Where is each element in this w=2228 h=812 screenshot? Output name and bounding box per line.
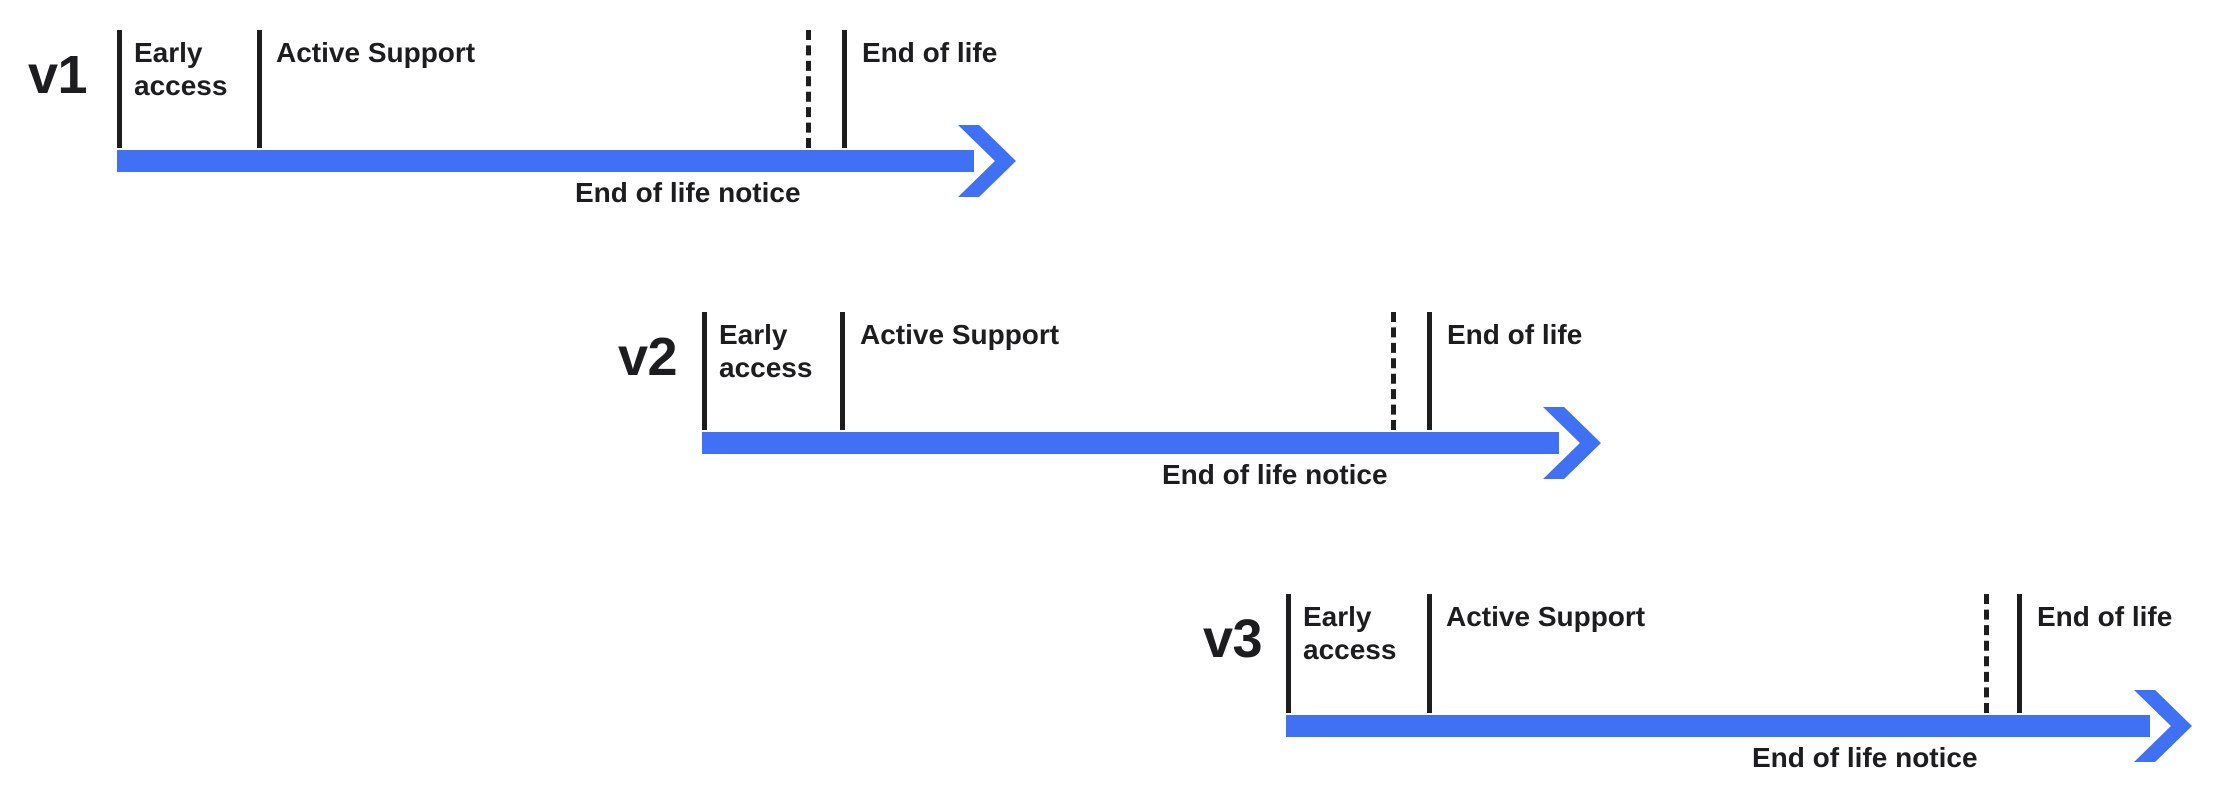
active-support-label-v1: Active Support — [276, 37, 476, 68]
early-access-label-v3: Early access — [1303, 601, 1397, 666]
start-boundary-v3 — [1286, 594, 1291, 713]
end-of-life-boundary-v3 — [2017, 594, 2022, 713]
timeline-arrowhead-v2 — [1543, 407, 1601, 479]
end-of-life-label-v2: End of life — [1447, 319, 1583, 350]
start-boundary-v1 — [117, 30, 122, 148]
version-label-v3: v3 — [1203, 609, 1263, 669]
start-boundary-v2 — [702, 312, 707, 430]
version-label-v1: v1 — [28, 45, 88, 105]
active-support-boundary-v1 — [257, 30, 262, 148]
active-support-boundary-v3 — [1427, 594, 1432, 713]
end-of-life-notice-boundary-v2 — [1391, 312, 1396, 430]
end-of-life-notice-label-v2: End of life notice — [1162, 459, 1388, 490]
timeline-arrow-v2 — [702, 407, 1601, 479]
timeline-shaft-v2 — [702, 432, 1559, 454]
timeline-arrow-v1 — [117, 125, 1016, 197]
end-of-life-boundary-v1 — [842, 30, 847, 148]
end-of-life-notice-label-v3: End of life notice — [1752, 742, 1978, 773]
active-support-label-v3: Active Support — [1446, 601, 1646, 632]
active-support-label-v2: Active Support — [860, 319, 1060, 350]
end-of-life-label-v3: End of life — [2037, 601, 2173, 632]
end-of-life-notice-boundary-v3 — [1984, 594, 1989, 713]
end-of-life-notice-label-v1: End of life notice — [575, 177, 801, 208]
early-access-label-v1: Early access — [134, 37, 228, 102]
active-support-boundary-v2 — [840, 312, 845, 430]
end-of-life-label-v1: End of life — [862, 37, 998, 68]
early-access-label-v2: Early access — [719, 319, 813, 384]
timeline-shaft-v3 — [1286, 715, 2150, 737]
timeline-arrowhead-v3 — [2134, 690, 2192, 762]
timeline-shaft-v1 — [117, 150, 974, 172]
timeline-arrowhead-v1 — [958, 125, 1016, 197]
end-of-life-notice-boundary-v1 — [806, 30, 811, 148]
timeline-arrow-v3 — [1286, 690, 2192, 762]
end-of-life-boundary-v2 — [1427, 312, 1432, 430]
version-label-v2: v2 — [618, 327, 678, 387]
